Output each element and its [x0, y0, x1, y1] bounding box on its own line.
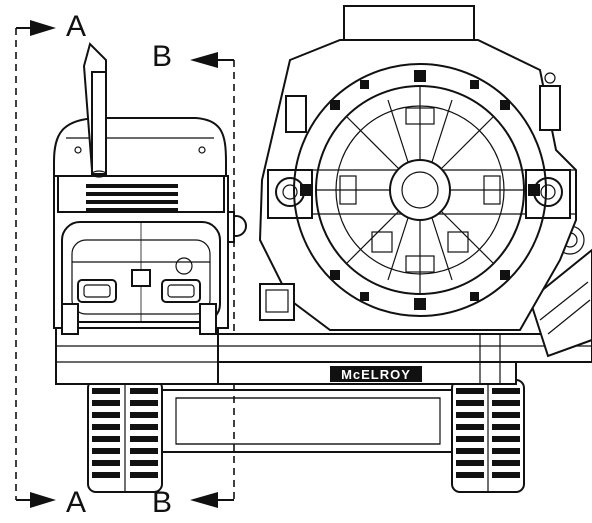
section-b-line: B B: [152, 40, 235, 519]
cab-vents: [86, 184, 178, 212]
clamp-ring: [293, 63, 547, 317]
section-a-line: A A: [15, 10, 86, 519]
fusion-carriage: [225, 5, 577, 331]
clamp-spokes: [316, 86, 524, 294]
brand-plate-text: McELROY: [341, 367, 411, 382]
truck-cab: [53, 117, 235, 385]
exhaust-stack: [82, 42, 107, 178]
undercarriage: [161, 389, 453, 453]
platform-frame: McELROY: [215, 333, 592, 385]
left-track: [87, 379, 163, 493]
arrow-left-icon: [190, 492, 218, 508]
section-b-top-label: B: [152, 40, 172, 73]
clamp-bolts: [300, 70, 540, 310]
arrow-right-icon: [30, 492, 56, 508]
section-a-bottom-label: A: [66, 486, 86, 519]
section-a-top-label: A: [66, 10, 86, 43]
arrow-left-icon: [190, 52, 218, 68]
section-b-bottom-label: B: [152, 486, 172, 519]
arrow-right-icon: [30, 20, 56, 36]
right-boom: [528, 225, 592, 358]
brand-plate: [330, 366, 422, 382]
clamp-pads: [339, 107, 501, 273]
right-track: [451, 379, 525, 493]
